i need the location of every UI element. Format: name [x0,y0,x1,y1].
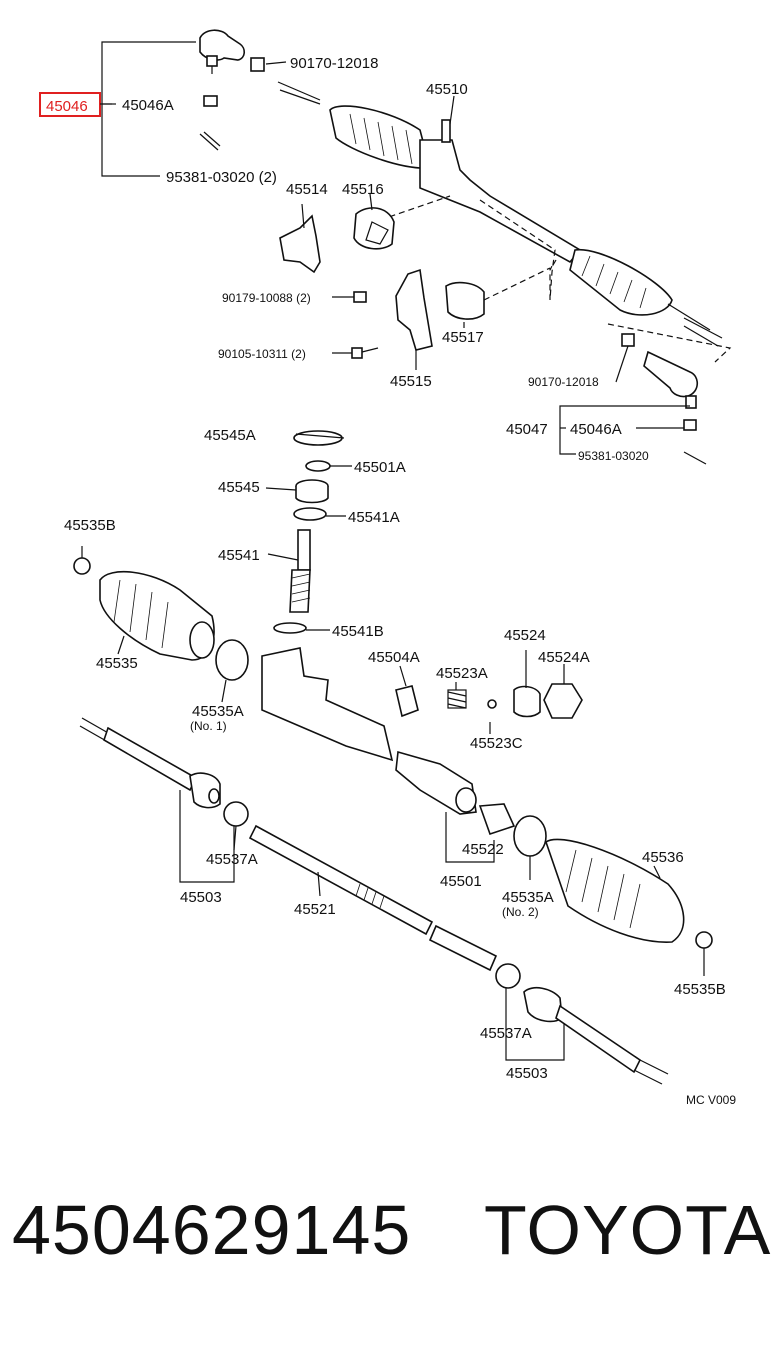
label-45536: 45536 [642,849,684,866]
locknut-45524A [543,683,583,719]
brand-name: TOYOTA [484,1191,772,1269]
bracket-45503-left [179,790,235,883]
rack-housing [261,647,477,815]
tie-rod-end-top [199,29,246,74]
dashed-leader-3 [549,259,557,271]
cover-45545A [293,430,343,446]
label-90170-mid: 90170-12018 [528,375,599,389]
footer: 4504629145 TOYOTA [0,1190,776,1310]
label-45524: 45524 [504,627,546,644]
stopper-45522 [478,803,516,836]
label-45047: 45047 [506,421,548,438]
label-45504A: 45504A [368,649,420,666]
steering-rack-exploded-diagram: 45046 [39,29,736,1107]
bearing-45541A [293,507,327,521]
snap-ring-45523C [487,699,497,709]
dashed-leader-2 [479,199,556,301]
label-95381-top: 95381-03020 (2) [166,169,277,186]
label-45514: 45514 [286,181,328,198]
rack-45521 [248,824,498,972]
bushing-45517 [445,281,485,320]
dashed-leader-5 [607,323,732,363]
label-90179: 90179-10088 (2) [222,291,311,305]
bracket-45047 [559,405,690,455]
dashed-leader-4 [483,267,551,301]
clamp-45535A-no1 [215,639,249,681]
part-number: 4504629145 [12,1191,412,1269]
adjuster-45524 [513,685,541,718]
seal-45501A [305,460,331,472]
clamp-45535A-no2 [513,815,547,857]
label-90170-top: 90170-12018 [290,55,378,72]
cotter-pin-mid [683,451,707,465]
nut-90170-top [250,57,265,72]
bracket-45515 [395,268,433,351]
diagram-code: MC V009 [686,1093,736,1107]
cotter-pin-top [199,133,219,151]
washer-45537A-left [223,801,249,827]
clamp-45535B-right [695,931,713,949]
pinion-45541 [289,529,311,613]
label-45523A: 45523A [436,665,488,682]
label-45522: 45522 [462,841,504,858]
label-45521: 45521 [294,901,336,918]
label-45516: 45516 [342,181,384,198]
bracket-45046 [101,41,196,177]
label-45535A-no2: 45535A [502,889,554,906]
nut-45046A-mid [683,419,697,431]
label-90105: 90105-10311 (2) [218,347,306,361]
label-no2: (No. 2) [502,905,539,919]
label-45541B: 45541B [332,623,384,640]
label-45503-left: 45503 [180,889,222,906]
rack-assembly-45510 [277,81,723,347]
label-45524A: 45524A [538,649,590,666]
label-no1: (No. 1) [190,719,227,733]
spring-45523A [447,689,467,709]
bracket-45501 [445,812,495,863]
label-45541: 45541 [218,547,260,564]
label-45537A-right: 45537A [480,1025,532,1042]
tie-rod-45503-left [79,717,221,809]
boot-45535 [99,570,215,661]
bearing-45541B [273,622,307,634]
label-45501: 45501 [440,873,482,890]
tie-rod-45503-right [523,986,669,1085]
bracket-45503-right [505,988,565,1061]
bolt-90105 [351,347,379,359]
label-45523C: 45523C [470,735,523,752]
label-45517: 45517 [442,329,484,346]
guide-45504A [395,685,419,718]
nut-90170-mid [621,333,635,347]
label-45515: 45515 [390,373,432,390]
boot-45536 [545,838,685,943]
highlight-label: 45046 [46,98,88,115]
bushing-45516 [353,207,395,250]
plug-45545 [295,479,329,504]
label-45503-right: 45503 [506,1065,548,1082]
washer-45537A-right [495,963,521,989]
label-45535B-right: 45535B [674,981,726,998]
bracket-45514 [279,214,321,274]
label-45545A: 45545A [204,427,256,444]
label-45535: 45535 [96,655,138,672]
clamp-45535B-left [73,557,91,575]
label-45046A-mid: 45046A [570,421,622,438]
label-45541A: 45541A [348,509,400,526]
label-45537A-left: 45537A [206,851,258,868]
label-45510: 45510 [426,81,468,98]
nut-45046A-top [203,95,218,107]
label-45046A-top: 45046A [122,97,174,114]
bolt-90179 [353,291,367,303]
label-45535A-no1: 45535A [192,703,244,720]
label-45535B-left: 45535B [64,517,116,534]
tie-rod-end-45047 [643,350,699,409]
label-95381-mid: 95381-03020 [578,449,649,463]
label-45545: 45545 [218,479,260,496]
label-45501A: 45501A [354,459,406,476]
